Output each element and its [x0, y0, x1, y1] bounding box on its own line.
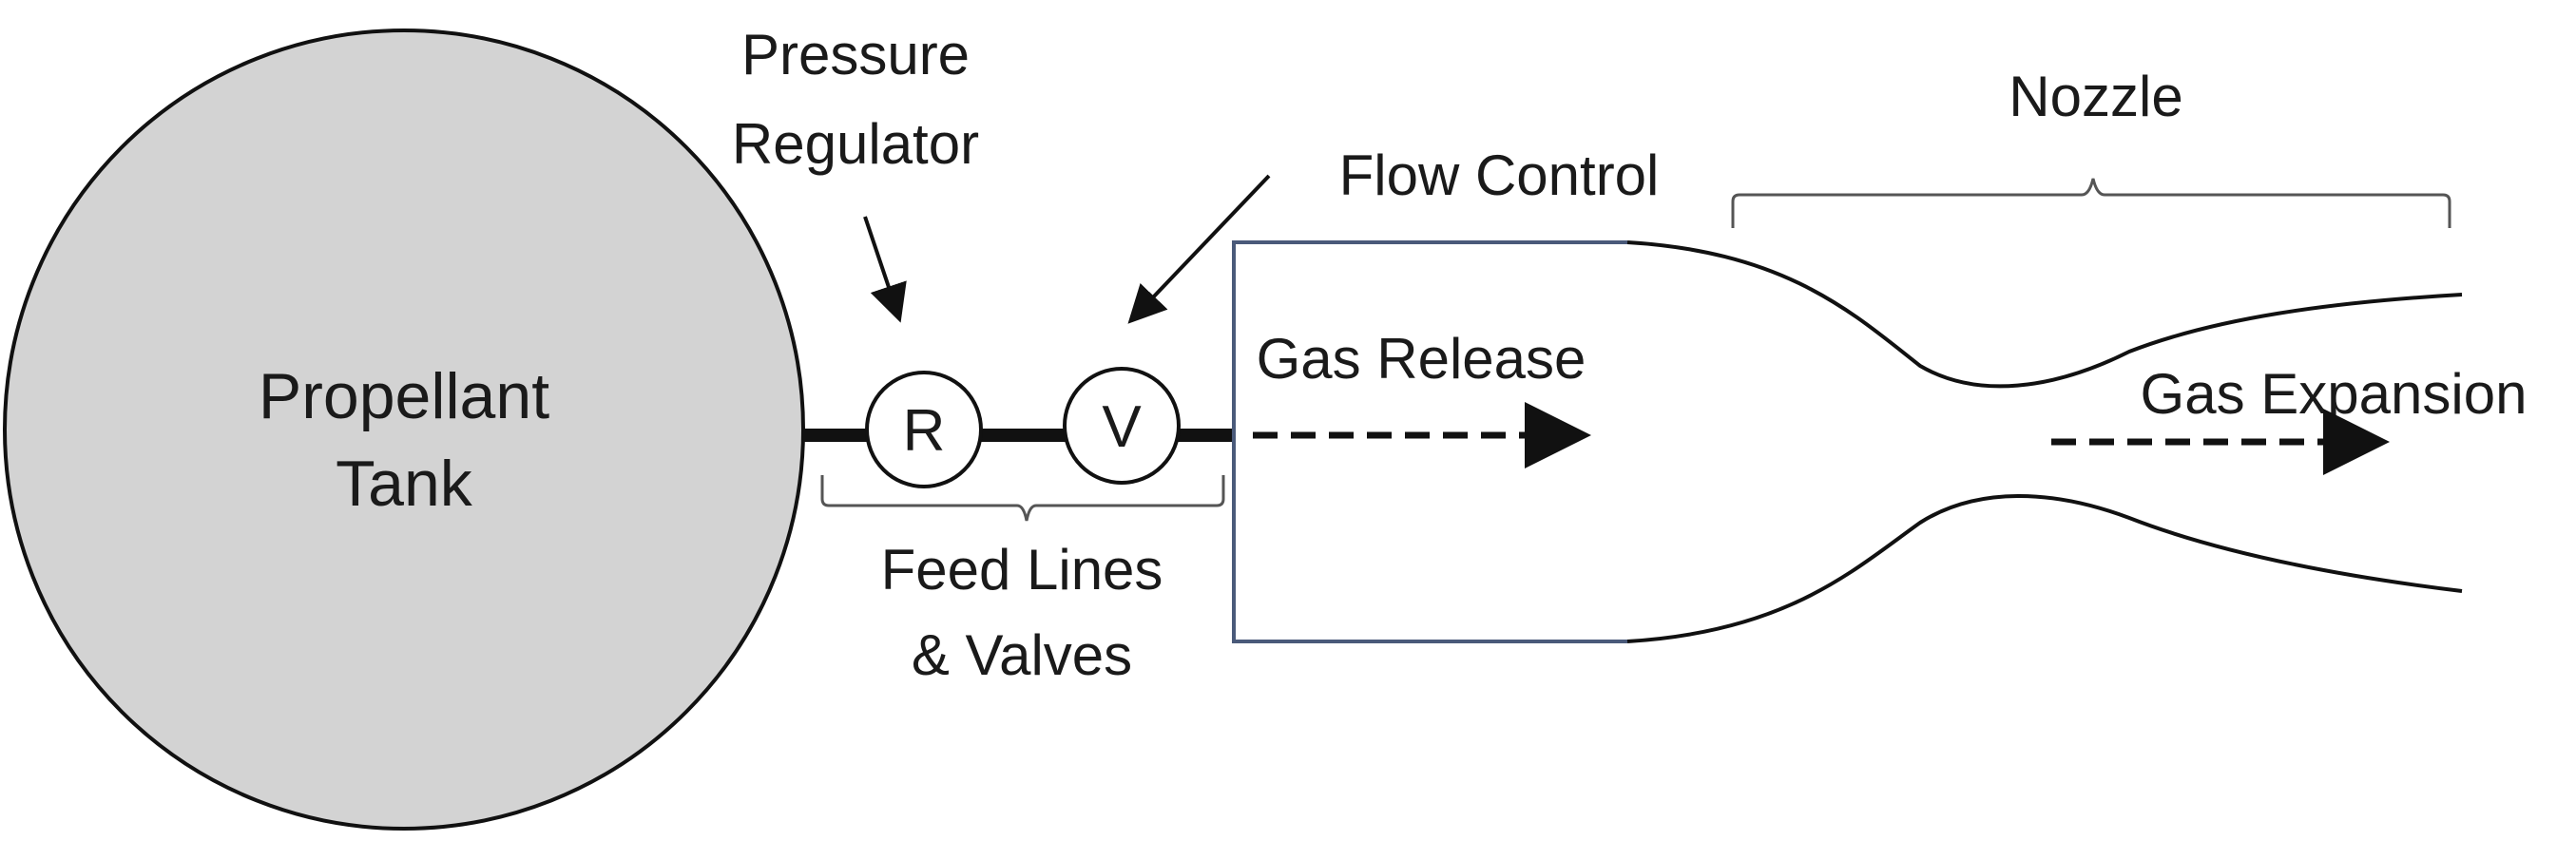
flow-control-valve-node [1063, 367, 1181, 485]
feed-lines-bracket [820, 475, 1225, 522]
nozzle-lower-wall [1626, 494, 2463, 643]
nozzle-upper-wall [1626, 240, 2463, 389]
flow-control-pointer-arrow [1127, 174, 1271, 324]
tank-label-line2: Tank [336, 448, 473, 520]
combustion-chamber [1232, 240, 1627, 643]
regulator-pointer-arrow [863, 216, 907, 323]
valve-symbol: V [1102, 394, 1142, 460]
feed-lines-label-line2: & Valves [912, 623, 1132, 687]
regulator-label-line2: Regulator [732, 112, 979, 176]
regulator-symbol: R [903, 398, 946, 464]
flow-control-label: Flow Control [1339, 143, 1660, 207]
feed-lines-label-line1: Feed Lines [881, 538, 1163, 602]
regulator-label-line1: Pressure [741, 23, 970, 86]
tank-label-line1: Propellant [259, 360, 549, 432]
nozzle-label: Nozzle [2009, 65, 2182, 128]
nozzle-bracket [1731, 178, 2451, 228]
gas-expansion-label: Gas Expansion [2141, 362, 2528, 426]
gas-release-label: Gas Release [1257, 327, 1586, 391]
pressure-regulator-node [865, 371, 983, 488]
